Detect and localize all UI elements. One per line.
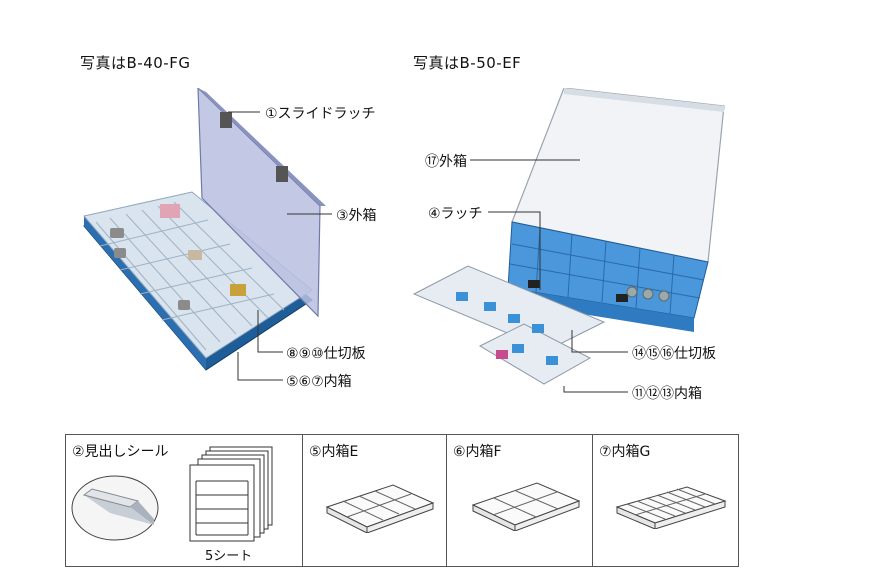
label-sheets-image [189,446,273,542]
left-photo-caption: 写真はB-40-FG [80,54,191,72]
label-outer-box-left: ③外箱 [336,208,377,224]
right-photo-caption: 写真はB-50-EF [413,54,522,72]
case-b40fg-illustration [83,88,326,371]
seal-closeup-image [71,475,159,541]
part-title-inner-f: ⑥内箱F [453,444,502,460]
label-inner-boxes-left: ⑤⑥⑦内箱 [286,374,352,390]
part-cell-inner-g: ⑦内箱G [593,435,738,566]
part-title-label-seal: ②見出しシール [72,444,169,460]
inner-box-f-image [471,482,581,531]
label-slide-latch: ①スライドラッチ [265,106,376,122]
case-b50ef-illustration [412,88,725,385]
part-cell-inner-f: ⑥内箱F [447,435,593,566]
parts-table: ②見出しシール 5シート [65,434,739,567]
label-inner-boxes-right: ⑪⑫⑬内箱 [632,386,702,402]
part-cell-inner-e: ⑤内箱E [303,435,447,566]
label-dividers-left: ⑧⑨⑩仕切板 [286,346,366,362]
part-title-inner-e: ⑤内箱E [309,444,359,460]
part-cell-label-seal: ②見出しシール 5シート [66,435,303,566]
label-outer-box-right: ⑰外箱 [425,154,467,170]
inner-box-e-image [325,484,435,533]
part-title-inner-g: ⑦内箱G [599,444,651,460]
label-dividers-right: ⑭⑮⑯仕切板 [632,346,716,362]
inner-box-g-image [615,486,727,529]
label-latch: ④ラッチ [428,206,483,222]
sheet-count-label: 5シート [205,549,253,564]
